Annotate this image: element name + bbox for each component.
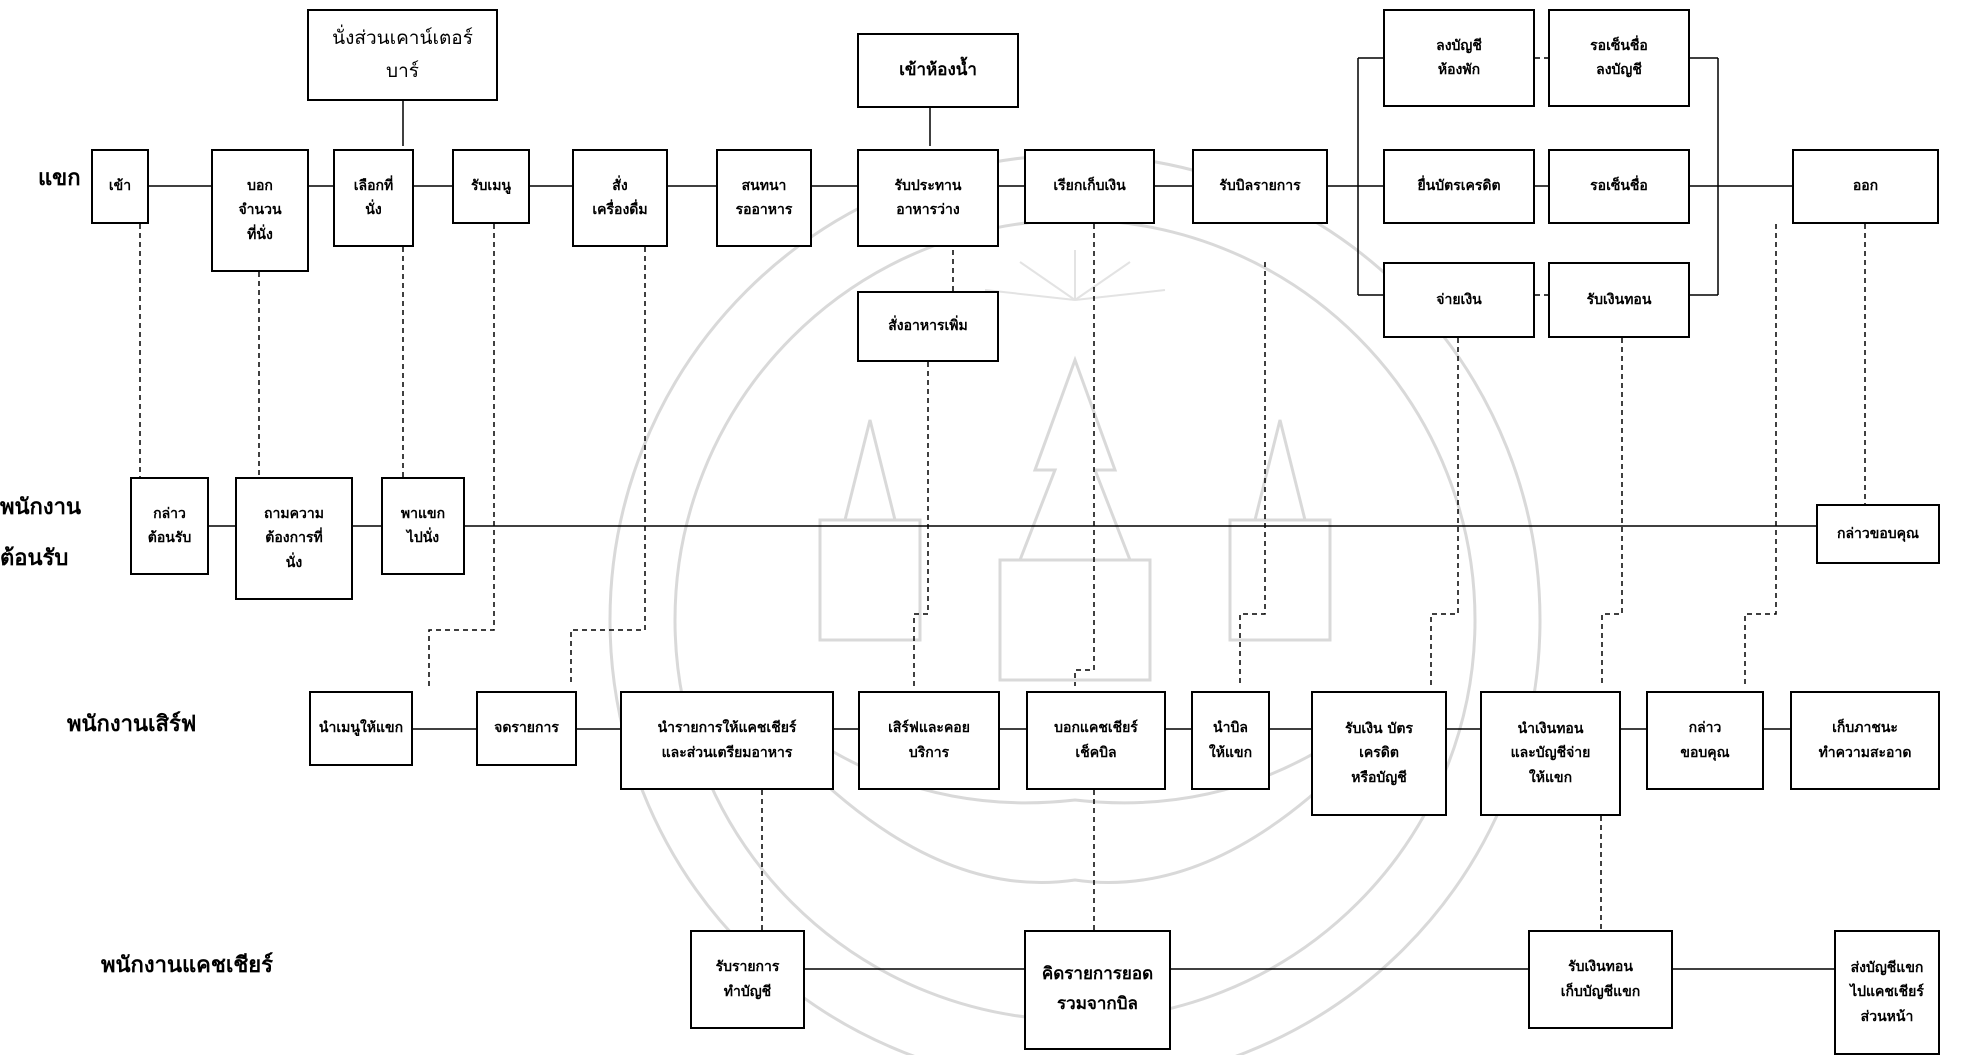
step-reception-ask-seating: ถามความ ต้องการที่ นั่ง [235, 477, 353, 600]
step-server-bring-bill: นำบิล ให้แขก [1191, 691, 1270, 790]
step-guest-enter: เข้า [91, 149, 149, 224]
step-guest-receive-bill: รับบิลรายการ [1192, 149, 1328, 224]
step-cashier-send-accounts: ส่งบัญชีแขก ไปแคชเชียร์ ส่วนหน้า [1834, 930, 1940, 1055]
step-server-receive-payment: รับเงิน บัตร เครดิต หรือบัญชี [1311, 691, 1447, 816]
step-guest-restroom: เข้าห้องน้ำ [857, 33, 1019, 108]
step-cashier-record-order: รับรายการ ทำบัญชี [690, 930, 805, 1029]
step-reception-greet: กล่าว ต้อนรับ [130, 477, 209, 575]
step-reception-thank: กล่าวขอบคุณ [1816, 504, 1940, 564]
lane-reception-label-line1: พนักงาน [0, 495, 81, 520]
step-server-clean-table: เก็บภาชนะ ทำความสะอาด [1790, 691, 1940, 790]
lane-server-label: พนักงานเสิร์ฟ [67, 712, 197, 737]
step-guest-order-drinks: สั่ง เครื่องดื่ม [572, 149, 668, 247]
step-cashier-calc-total: คิดรายการยอด รวมจากบิล [1024, 930, 1171, 1050]
step-guest-wait-sign: รอเซ็นชื่อ [1548, 149, 1690, 224]
step-guest-charge-to-room: ลงบัญชี ห้องพัก [1383, 9, 1535, 107]
step-server-bring-menu: นำเมนูให้แขก [309, 691, 413, 766]
lane-cashier-label: พนักงานแคชเชียร์ [101, 953, 273, 978]
step-guest-exit: ออก [1792, 149, 1939, 224]
step-server-tell-cashier-bill: บอกแคชเชียร์ เช็คบิล [1026, 691, 1166, 790]
step-guest-tell-party-size: บอก จำนวน ที่นั่ง [211, 149, 309, 272]
step-server-say-thanks: กล่าว ขอบคุณ [1646, 691, 1764, 790]
step-guest-receive-menu: รับเมนู [452, 149, 530, 224]
step-guest-pay-cash: จ่ายเงิน [1383, 262, 1535, 338]
lane-guest-label: แขก [38, 166, 81, 191]
step-guest-chat-wait-food: สนทนา รออาหาร [716, 149, 812, 247]
step-guest-counter-bar-seat: นั่งส่วนเคาน์เตอร์ บาร์ [307, 9, 498, 101]
step-server-bring-change: นำเงินทอน และบัญชีจ่าย ให้แขก [1480, 691, 1621, 816]
step-cashier-receive-change-bill: รับเงินทอน เก็บบัญชีแขก [1528, 930, 1673, 1029]
step-guest-eat-appetizer: รับประทาน อาหารว่าง [857, 149, 999, 247]
lane-reception-label-line2: ต้อนรับ [0, 546, 69, 571]
step-guest-wait-sign-room: รอเซ็นชื่อ ลงบัญชี [1548, 9, 1690, 107]
step-guest-call-bill: เรียกเก็บเงิน [1024, 149, 1155, 224]
step-server-take-order: จดรายการ [476, 691, 577, 766]
step-reception-lead-guest: พาแขก ไปนั่ง [381, 477, 465, 575]
step-guest-receive-change: รับเงินทอน [1548, 262, 1690, 338]
step-server-send-order: นำรายการให้แคชเชียร์ และส่วนเตรียมอาหาร [620, 691, 834, 790]
step-guest-order-more: สั่งอาหารเพิ่ม [857, 291, 999, 362]
step-server-serve: เสิร์ฟและคอย บริการ [858, 691, 1000, 790]
step-guest-choose-seat: เลือกที่ นั่ง [333, 149, 414, 247]
step-guest-give-credit-card: ยื่นบัตรเครดิต [1383, 149, 1535, 224]
